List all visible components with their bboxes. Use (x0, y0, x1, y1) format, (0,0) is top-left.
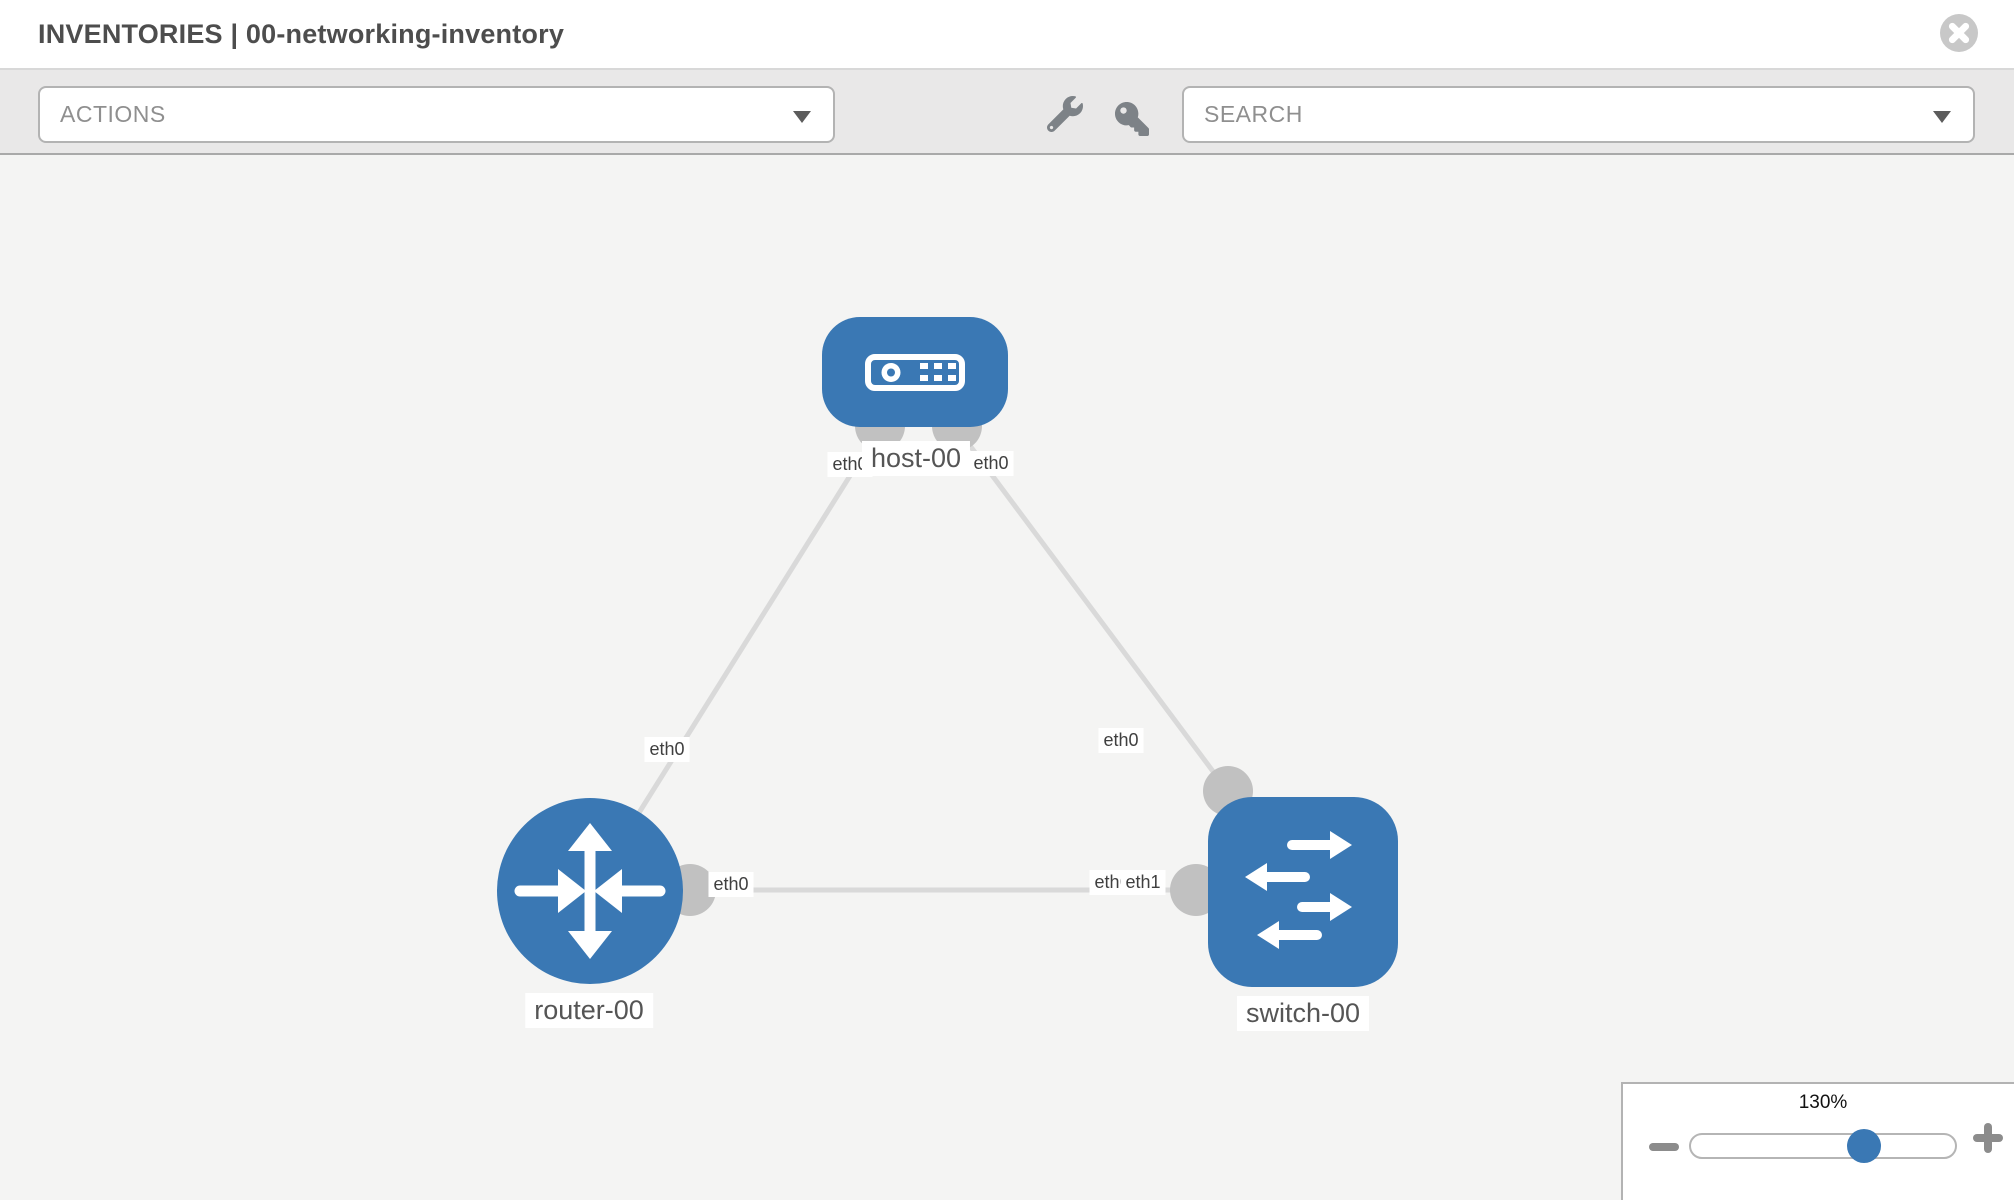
key-icon (1115, 102, 1149, 136)
close-icon (1940, 14, 1978, 52)
zoom-slider-handle[interactable] (1847, 1129, 1881, 1163)
router-icon (514, 823, 666, 959)
switch-icon (1245, 831, 1352, 949)
wrench-icon (1046, 96, 1083, 133)
topology-graph (497, 317, 1398, 987)
caret-down-icon (793, 111, 811, 123)
node-switch-00[interactable] (1208, 797, 1398, 987)
node-host-00[interactable] (822, 317, 1008, 427)
interface-label: eth1 (1120, 870, 1166, 895)
search-dropdown-value: SEARCH (1204, 101, 1303, 127)
actions-dropdown[interactable]: ACTIONS (38, 86, 835, 143)
interface-label: eth0 (644, 737, 690, 762)
node-label: host-00 (861, 441, 971, 476)
node-label: router-00 (525, 993, 653, 1028)
minus-icon (1649, 1143, 1679, 1151)
plus-icon (1984, 1123, 1992, 1153)
wrench-button[interactable] (1046, 96, 1084, 134)
topology-canvas[interactable]: eth0 eth0 eth0 eth0 eth0 eth0 eth1 host-… (0, 155, 2014, 1200)
close-button[interactable] (1940, 14, 1978, 52)
interface-label: eth0 (968, 451, 1014, 476)
zoom-in-button[interactable] (1971, 1121, 2005, 1155)
node-router-00[interactable] (497, 798, 683, 984)
zoom-panel: 130% (1621, 1082, 2014, 1200)
caret-down-icon (1933, 111, 1951, 123)
node-label: switch-00 (1236, 996, 1370, 1031)
interface-label: eth0 (708, 872, 754, 897)
zoom-slider-track[interactable] (1689, 1129, 1957, 1163)
host-icon (865, 354, 965, 391)
zoom-out-button[interactable] (1647, 1132, 1681, 1162)
header: INVENTORIES | 00-networking-inventory (0, 0, 2014, 70)
toolbar: ACTIONS SEARCH (0, 70, 2014, 155)
search-dropdown[interactable]: SEARCH (1182, 86, 1975, 143)
actions-dropdown-value: ACTIONS (60, 101, 166, 127)
page-title: INVENTORIES | 00-networking-inventory (38, 19, 565, 49)
key-button[interactable] (1114, 102, 1150, 136)
interface-label: eth0 (1098, 728, 1144, 753)
zoom-level: 130% (1798, 1092, 1848, 1113)
